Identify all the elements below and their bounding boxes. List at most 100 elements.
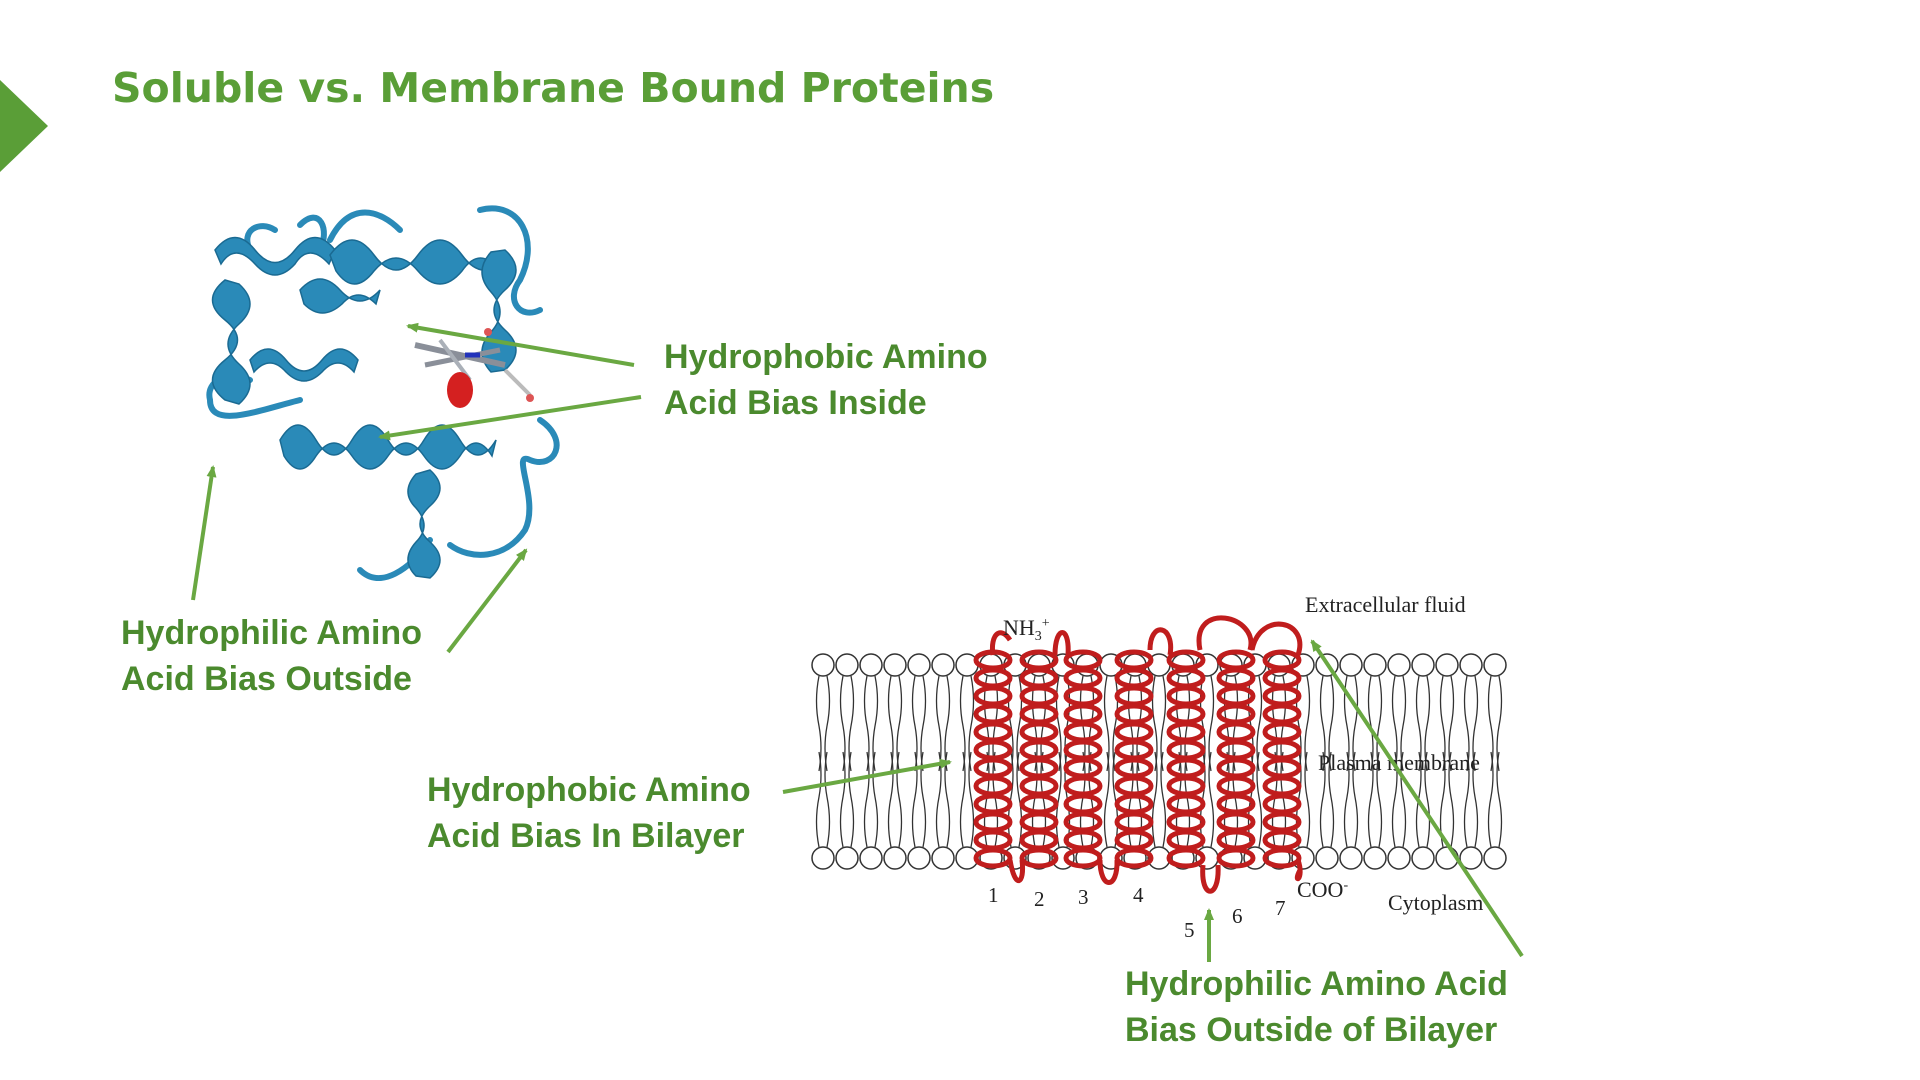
lipid-head <box>907 653 931 677</box>
protein-loop <box>1097 859 1120 885</box>
lipid-tail <box>1256 675 1263 772</box>
lipid-head <box>1363 653 1387 677</box>
lipid-tail <box>1208 751 1215 848</box>
lipid-tail <box>896 675 903 772</box>
lipid-tail <box>815 675 822 772</box>
lipid-tail <box>1160 751 1167 848</box>
lipid-tail <box>863 675 870 772</box>
transmembrane-helix <box>973 649 1013 869</box>
lipid-tail <box>1367 751 1374 848</box>
helix-number-5: 5 <box>1184 918 1195 942</box>
lipid-tail <box>1448 675 1455 772</box>
lipid-tail <box>959 751 966 848</box>
lipid-tail <box>872 751 879 848</box>
lipid-tail <box>896 751 903 848</box>
lipid-tail <box>1016 751 1023 848</box>
c-terminus-label: COO- <box>1297 877 1348 902</box>
lipid-tail <box>1304 751 1311 848</box>
lipid-tail <box>1463 751 1470 848</box>
helix-number-3: 3 <box>1078 885 1089 909</box>
lipid-tail <box>935 675 942 772</box>
protein-loop <box>989 630 1013 656</box>
lipid-tail <box>839 675 846 772</box>
callout-hydrophobic-inside-line2: Acid Bias Inside <box>664 384 927 422</box>
lipid-tail <box>1448 751 1455 848</box>
arrow-hydrophobic-inside-upper <box>406 322 635 367</box>
transmembrane-helices <box>973 615 1303 894</box>
lipid-head <box>835 653 859 677</box>
lipid-tail <box>1400 751 1407 848</box>
lipid-head <box>835 846 859 870</box>
lipid-head <box>907 846 931 870</box>
transmembrane-helix <box>1114 649 1154 869</box>
helix-number-1: 1 <box>988 883 999 907</box>
lipid-tail <box>968 675 975 772</box>
arrow-hydrophilic-outside-right <box>446 548 528 654</box>
lipid-tail <box>1055 751 1062 848</box>
lipid-tail <box>887 751 894 848</box>
protein-loop <box>1249 621 1303 656</box>
lipid-tail <box>1328 675 1335 772</box>
extracellular-fluid-label: Extracellular fluid <box>1305 592 1466 617</box>
lipid-tail <box>848 751 855 848</box>
protein-loop <box>1147 627 1174 656</box>
lipid-head <box>1339 846 1363 870</box>
lipid-tail <box>1472 751 1479 848</box>
transmembrane-helix <box>1063 649 1103 869</box>
lipid-head <box>1363 846 1387 870</box>
lipid-tail <box>839 751 846 848</box>
lipid-head <box>1387 846 1411 870</box>
lipid-head <box>883 653 907 677</box>
lipid-tail <box>1256 751 1263 848</box>
lipid-head <box>1435 653 1459 677</box>
lipid-tail <box>815 751 822 848</box>
cytoplasm-label: Cytoplasm <box>1388 890 1483 915</box>
arrow-hydrophobic-inside-lower <box>378 395 642 441</box>
lipid-tail <box>848 675 855 772</box>
lipid-tail <box>1376 751 1383 848</box>
lipid-tail <box>968 751 975 848</box>
lipid-tail <box>824 675 831 772</box>
protein-loop <box>1196 615 1254 651</box>
slide-title: Soluble vs. Membrane Bound Proteins <box>112 64 995 112</box>
lipid-head <box>1315 846 1339 870</box>
lipid-tail <box>1016 675 1023 772</box>
lipid-tail <box>944 675 951 772</box>
lipid-head <box>811 653 835 677</box>
callout-hydrophilic-outside-bilayer-line2: Bias Outside of Bilayer <box>1125 1011 1498 1049</box>
lipid-tail <box>1352 751 1359 848</box>
helix-number-2: 2 <box>1034 887 1045 911</box>
lipid-tail <box>1439 675 1446 772</box>
lipid-head <box>1459 846 1483 870</box>
lipid-tail <box>872 675 879 772</box>
lipid-tail <box>1415 751 1422 848</box>
lipid-tail <box>1496 675 1503 772</box>
arrow-hydrophilic-outside-bilayer-diag <box>1310 639 1524 958</box>
lipid-tail <box>1151 675 1158 772</box>
callout-hydrophilic-outside-line1: Hydrophilic Amino <box>121 614 422 652</box>
lipid-head <box>931 846 955 870</box>
lipid-tail <box>1112 675 1119 772</box>
lipid-tail <box>1487 675 1494 772</box>
callout-hydrophobic-inside: Hydrophobic Amino Acid Bias Inside <box>664 334 988 426</box>
lipid-tail <box>1103 751 1110 848</box>
lipid-tail <box>824 751 831 848</box>
lipid-tail <box>1487 751 1494 848</box>
lipid-tail <box>1160 675 1167 772</box>
lipid-tail <box>1103 675 1110 772</box>
callout-hydrophilic-outside: Hydrophilic Amino Acid Bias Outside <box>121 610 422 702</box>
heme-ligand <box>414 328 534 408</box>
lipid-head <box>1459 653 1483 677</box>
lipid-head <box>883 846 907 870</box>
protein-loop <box>1052 630 1071 656</box>
lipid-tail <box>1424 675 1431 772</box>
callout-hydrophilic-outside-bilayer: Hydrophilic Amino Acid Bias Outside of B… <box>1125 961 1508 1053</box>
lipid-head <box>811 846 835 870</box>
callout-hydrophobic-inside-line1: Hydrophobic Amino <box>664 338 988 376</box>
lipid-tail <box>911 675 918 772</box>
arrow-hydrophilic-outside-left <box>191 465 217 601</box>
lipid-tail <box>1304 675 1311 772</box>
lipid-tail <box>863 751 870 848</box>
protein-loop <box>1200 864 1221 894</box>
